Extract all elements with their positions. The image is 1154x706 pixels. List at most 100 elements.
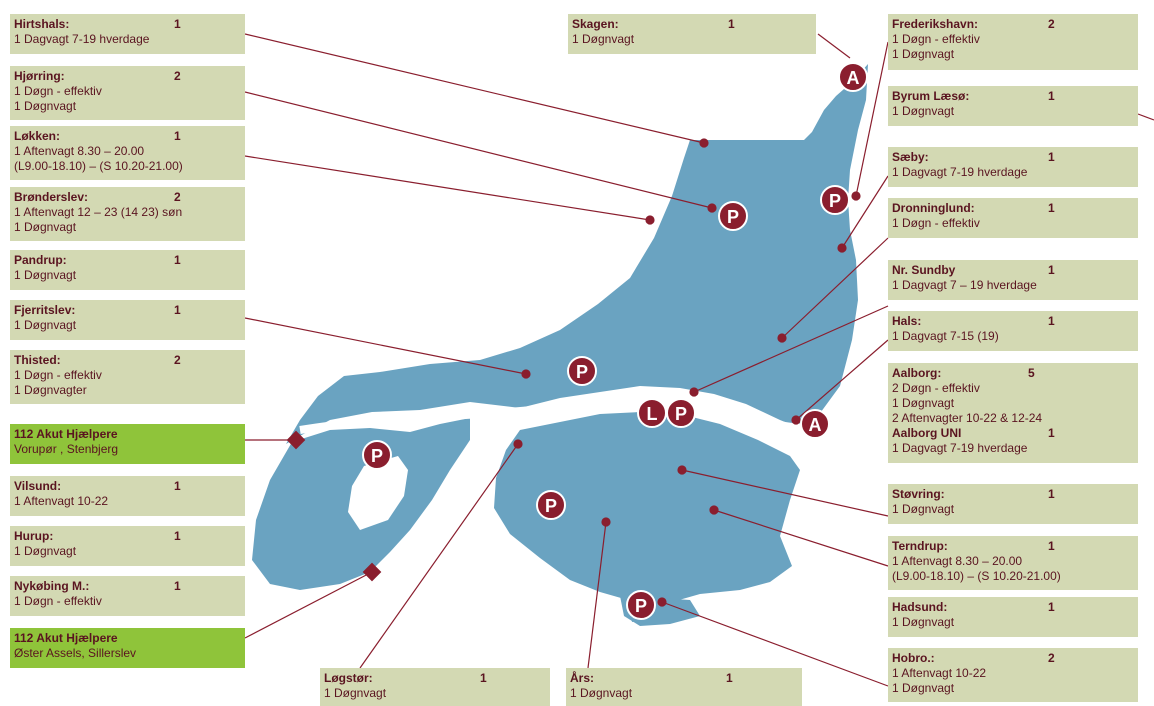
box-line: 2 Aftenvagter 10-22 & 12-24: [892, 411, 1043, 425]
box-title: Sæby:: [892, 150, 929, 164]
box-title: Byrum Læsø:: [892, 89, 970, 103]
box-title: Vilsund:: [14, 479, 62, 493]
box-title: Brønderslev:: [14, 190, 89, 204]
box-count: 1: [174, 253, 181, 267]
box-line: 1 Dagvagt 7 – 19 hverdage: [892, 278, 1037, 292]
info-box-skagen: Skagen: 1 1 Døgnvagt: [568, 14, 816, 54]
info-box-hadsund: Hadsund:1 1 Døgnvagt: [888, 597, 1138, 637]
box-subtitle: Aalborg UNI: [892, 426, 962, 440]
box-title: Aalborg:: [892, 366, 942, 380]
land-mors: [348, 456, 408, 530]
box-line: 1 Døgnvagt: [570, 686, 633, 700]
box-title: Dronninglund:: [892, 201, 975, 215]
info-box-vilsund: Vilsund: 1 1 Aftenvagt 10-22: [10, 476, 245, 516]
box-line: 1 Døgnvagt: [14, 544, 77, 558]
box-title: Fjerritslev:: [14, 303, 76, 317]
box-count: 1: [174, 579, 181, 593]
info-box-aars: Års: 1 1 Døgnvagt: [566, 668, 802, 706]
box-title: Hobro.:: [892, 651, 935, 665]
box-line: 1 Døgnvagt: [892, 104, 955, 118]
box-line: 1 Døgn - effektiv: [14, 368, 102, 382]
box-title: Skagen:: [572, 17, 619, 31]
marker-ambulance-hals: A: [800, 409, 830, 439]
info-box-aalborg: Aalborg: 5 2 Døgn - effektiv 1 Døgnvagt 2…: [888, 363, 1138, 463]
box-count: 1: [1048, 263, 1055, 277]
marker-p-hjorring: P: [718, 201, 748, 231]
box-count: 1: [726, 671, 733, 685]
box-line: 1 Døgnvagt: [14, 220, 77, 234]
info-box-hurup: Hurup: 1 1 Døgnvagt: [10, 526, 245, 566]
box-line: 1 Døgn - effektiv: [892, 32, 980, 46]
connector-lines: [244, 33, 1154, 687]
info-box-hals: Hals:1 1 Dagvagt 7-15 (19): [888, 311, 1138, 351]
info-box-nr-sundby: Nr. Sundby 1 1 Dagvagt 7 – 19 hverdage: [888, 260, 1138, 300]
box-count: 1: [174, 479, 181, 493]
info-box-frederikshavn: Frederikshavn:2 1 Døgn - effektiv 1 Døgn…: [888, 14, 1138, 70]
box-count: 5: [1028, 366, 1035, 380]
marker-ambulance-skagen: A: [838, 62, 868, 92]
info-box-pandrup: Pandrup: 1 1 Døgnvagt: [10, 250, 245, 290]
marker-p-hobro: P: [626, 590, 656, 620]
info-box-saeby: Sæby:1 1 Dagvagt 7-19 hverdage: [888, 147, 1138, 187]
box-count: 1: [174, 529, 181, 543]
info-box-byrum-laeso: Byrum Læsø: 1 1 Døgnvagt: [888, 86, 1138, 126]
box-count: 1: [174, 17, 181, 31]
box-title: Pandrup:: [14, 253, 67, 267]
box-count: 1: [1048, 201, 1055, 215]
box-line: Øster Assels, Sillerslev: [14, 646, 137, 660]
info-box-akut-oster-assels: 112 Akut Hjælpere Øster Assels, Sillersl…: [10, 628, 245, 668]
box-line: 1 Dagvagt 7-15 (19): [892, 329, 999, 343]
marker-l-aalborg: L: [637, 398, 667, 428]
box-line: Vorupør , Stenbjerg: [14, 442, 119, 456]
marker-p-aars: P: [536, 490, 566, 520]
box-count: 1: [1048, 89, 1055, 103]
box-count: 1: [174, 129, 181, 143]
box-line: 1 Aftenvagt 12 – 23 (14 23) søn: [14, 205, 183, 219]
info-box-akut-vorupor: 112 Akut Hjælpere Vorupør , Stenbjerg: [10, 424, 245, 464]
box-title: Hirtshals:: [14, 17, 70, 31]
box-line: 1 Aftenvagt 10-22: [14, 494, 109, 508]
box-line: 1 Døgnvagt: [14, 268, 77, 282]
box-title: Hjørring:: [14, 69, 65, 83]
box-title: Frederikshavn:: [892, 17, 979, 31]
info-box-dronninglund: Dronninglund: 1 1 Døgn - effektiv: [888, 198, 1138, 238]
box-title: Hals:: [892, 314, 922, 328]
box-line: 1 Døgnvagt: [572, 32, 635, 46]
box-title: Løkken:: [14, 129, 61, 143]
box-line: 1 Dagvagt 7-19 hverdage: [892, 441, 1028, 455]
box-title: Års:: [570, 671, 595, 685]
box-count: 1: [1048, 539, 1055, 553]
box-count: 2: [1048, 17, 1055, 31]
box-count: 1: [1048, 487, 1055, 501]
box-line: 1 Døgnvagt: [892, 396, 955, 410]
box-sub-count: 1: [1048, 426, 1055, 440]
info-box-thisted: Thisted:2 1 Døgn - effektiv 1 Døgnvagter: [10, 350, 245, 404]
box-title: Terndrup:: [892, 539, 948, 553]
marker-p-aalborg: P: [666, 398, 696, 428]
box-line: 1 Aftenvagt 8.30 – 20.00: [14, 144, 145, 158]
box-count: 1: [728, 17, 735, 31]
box-line: 1 Døgnvagt: [14, 99, 77, 113]
info-box-nykobing: Nykøbing M.:1 1 Døgn - effektiv: [10, 576, 245, 616]
box-line: 1 Døgnvagt: [324, 686, 387, 700]
info-box-terndrup: Terndrup:1 1 Aftenvagt 8.30 – 20.00 (L9.…: [888, 536, 1138, 590]
box-title: 112 Akut Hjælpere: [14, 427, 118, 441]
box-line: 1 Aftenvagt 10-22: [892, 666, 987, 680]
box-count: 2: [174, 190, 181, 204]
box-title: Hurup:: [14, 529, 54, 543]
box-count: 1: [174, 303, 181, 317]
info-box-fjerritslev: Fjerritslev:1 1 Døgnvagt: [10, 300, 245, 340]
box-line: 1 Døgn - effektiv: [14, 594, 102, 608]
info-box-stovring: Støvring:1 1 Døgnvagt: [888, 484, 1138, 524]
box-line: 1 Aftenvagt 8.30 – 20.00: [892, 554, 1023, 568]
box-line: 1 Døgn - effektiv: [892, 216, 980, 230]
box-title: Nr. Sundby: [892, 263, 956, 277]
land-himmerland: [494, 412, 800, 622]
info-box-hjorring: Hjørring:2 1 Døgn - effektiv 1 Døgnvagt: [10, 66, 245, 120]
box-line: 1 Døgnvagt: [892, 681, 955, 695]
box-line: 1 Døgnvagt: [892, 615, 955, 629]
box-line: 1 Døgn - effektiv: [14, 84, 102, 98]
box-line: 1 Døgnvagt: [892, 502, 955, 516]
box-line: 2 Døgn - effektiv: [892, 381, 980, 395]
